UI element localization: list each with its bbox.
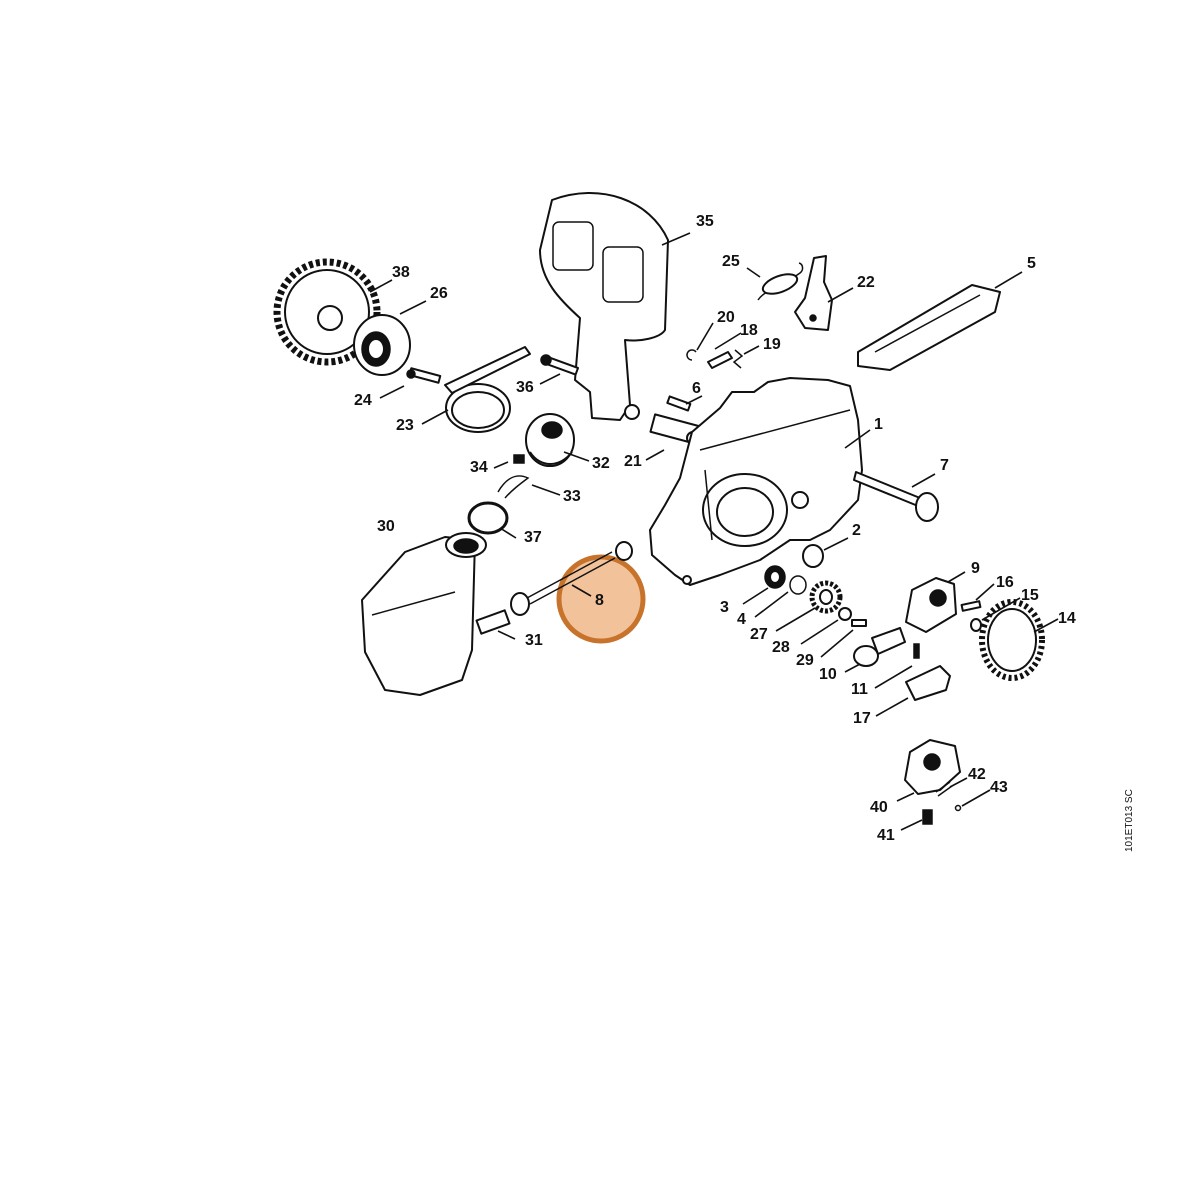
part-7-bolt[interactable] (853, 471, 939, 522)
label-31[interactable]: 31 (525, 632, 543, 649)
part-32-knob[interactable] (525, 413, 575, 467)
part-11-pin[interactable] (913, 643, 920, 659)
label-40[interactable]: 40 (870, 799, 888, 816)
label-4[interactable]: 4 (737, 611, 746, 628)
part-31-fitting[interactable] (475, 609, 511, 635)
highlight-circle-part-8 (556, 554, 646, 644)
part-18-lever[interactable] (707, 351, 733, 369)
label-38[interactable]: 38 (392, 264, 410, 281)
part-29-screw[interactable] (851, 619, 867, 627)
part-42-spring[interactable] (935, 781, 953, 797)
part-26-drum[interactable] (353, 314, 411, 376)
label-20[interactable]: 20 (717, 309, 735, 326)
label-14[interactable]: 14 (1058, 610, 1076, 627)
label-25[interactable]: 25 (722, 253, 740, 270)
label-35[interactable]: 35 (696, 213, 714, 230)
part-41-pin[interactable] (922, 809, 933, 825)
label-41[interactable]: 41 (877, 827, 895, 844)
part-10-worm[interactable] (853, 627, 906, 667)
part-33-clip[interactable] (497, 475, 530, 499)
label-29[interactable]: 29 (796, 652, 814, 669)
label-9[interactable]: 9 (971, 560, 980, 577)
part-40-housing[interactable] (904, 739, 961, 795)
label-30[interactable]: 30 (377, 518, 395, 535)
part-37-oring[interactable] (467, 501, 509, 535)
part-1-crankcase[interactable] (649, 377, 863, 586)
label-15[interactable]: 15 (1021, 587, 1039, 604)
label-23[interactable]: 23 (396, 417, 414, 434)
label-7[interactable]: 7 (940, 457, 949, 474)
part-9-housing[interactable] (905, 577, 957, 633)
label-8[interactable]: 8 (595, 592, 604, 609)
part-35-handle[interactable] (539, 192, 669, 421)
part-43-ball[interactable] (954, 804, 962, 812)
label-26[interactable]: 26 (430, 285, 448, 302)
part-14-gear[interactable] (979, 599, 1045, 681)
part-19-spring[interactable] (732, 349, 744, 369)
part-25-spring[interactable] (757, 262, 804, 301)
part-30-tank[interactable] (361, 532, 487, 696)
part-4-washer[interactable] (789, 575, 807, 595)
label-28[interactable]: 28 (772, 639, 790, 656)
document-code-text: 101ET013 SC (1124, 789, 1135, 852)
part-2-bushing[interactable] (802, 544, 824, 568)
label-3[interactable]: 3 (720, 599, 729, 616)
label-10[interactable]: 10 (819, 666, 837, 683)
label-16[interactable]: 16 (996, 574, 1014, 591)
label-33[interactable]: 33 (563, 488, 581, 505)
label-19[interactable]: 19 (763, 336, 781, 353)
label-24[interactable]: 24 (354, 392, 372, 409)
part-15-washer[interactable] (970, 618, 982, 632)
part-28-washer[interactable] (838, 607, 852, 621)
label-43[interactable]: 43 (990, 779, 1008, 796)
label-17[interactable]: 17 (853, 710, 871, 727)
leader-lines (369, 232, 1059, 831)
label-34[interactable]: 34 (470, 459, 488, 476)
label-36[interactable]: 36 (516, 379, 534, 396)
part-3-bearing[interactable] (764, 565, 786, 589)
label-18[interactable]: 18 (740, 322, 758, 339)
part-17-cap[interactable] (905, 665, 951, 701)
label-5[interactable]: 5 (1027, 255, 1036, 272)
label-42[interactable]: 42 (968, 766, 986, 783)
part-6-screw[interactable] (666, 395, 692, 412)
label-32[interactable]: 32 (592, 455, 610, 472)
part-24-screw[interactable] (406, 367, 442, 384)
label-1[interactable]: 1 (874, 416, 883, 433)
label-2[interactable]: 2 (852, 522, 861, 539)
part-5-plate[interactable] (857, 284, 1001, 371)
label-11[interactable]: 11 (851, 681, 868, 698)
label-21[interactable]: 21 (624, 453, 642, 470)
part-22-lever[interactable] (794, 255, 833, 331)
part-23-band[interactable] (444, 346, 531, 433)
part-36-screw[interactable] (540, 354, 580, 376)
part-27-pinion[interactable] (809, 580, 843, 614)
label-6[interactable]: 6 (692, 380, 701, 397)
label-37[interactable]: 37 (524, 529, 542, 546)
part-8-hose[interactable] (510, 541, 633, 616)
label-27[interactable]: 27 (750, 626, 768, 643)
part-20-circlip[interactable] (686, 349, 697, 361)
part-16-screw[interactable] (960, 600, 982, 612)
label-22[interactable]: 22 (857, 274, 875, 291)
part-34-bolt[interactable] (513, 454, 525, 464)
part-38-gear[interactable] (273, 258, 381, 366)
